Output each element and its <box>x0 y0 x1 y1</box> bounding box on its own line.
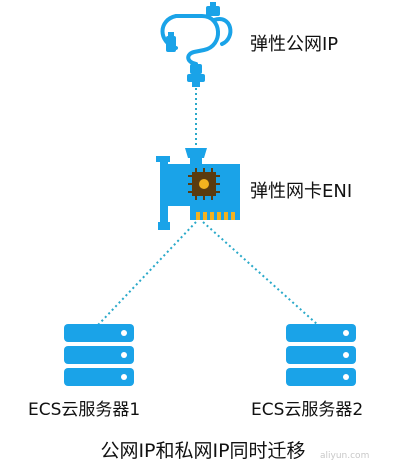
diagram-caption: 公网IP和私网IP同时迁移 <box>100 440 306 462</box>
eni-label: 弹性网卡ENI <box>250 181 353 202</box>
edge-eni-to-ecs2 <box>202 221 319 326</box>
edge-eni-to-ecs1 <box>97 221 197 326</box>
network-cable-icon <box>160 2 233 87</box>
network-card-icon <box>156 148 240 230</box>
watermark: aliyun.com <box>320 451 370 461</box>
server-stack-icon <box>64 324 134 386</box>
ecs2-label: ECS云服务器2 <box>251 400 364 420</box>
server-stack-icon <box>286 324 356 386</box>
ecs1-label: ECS云服务器1 <box>28 400 141 420</box>
eip-label: 弹性公网IP <box>250 34 339 55</box>
